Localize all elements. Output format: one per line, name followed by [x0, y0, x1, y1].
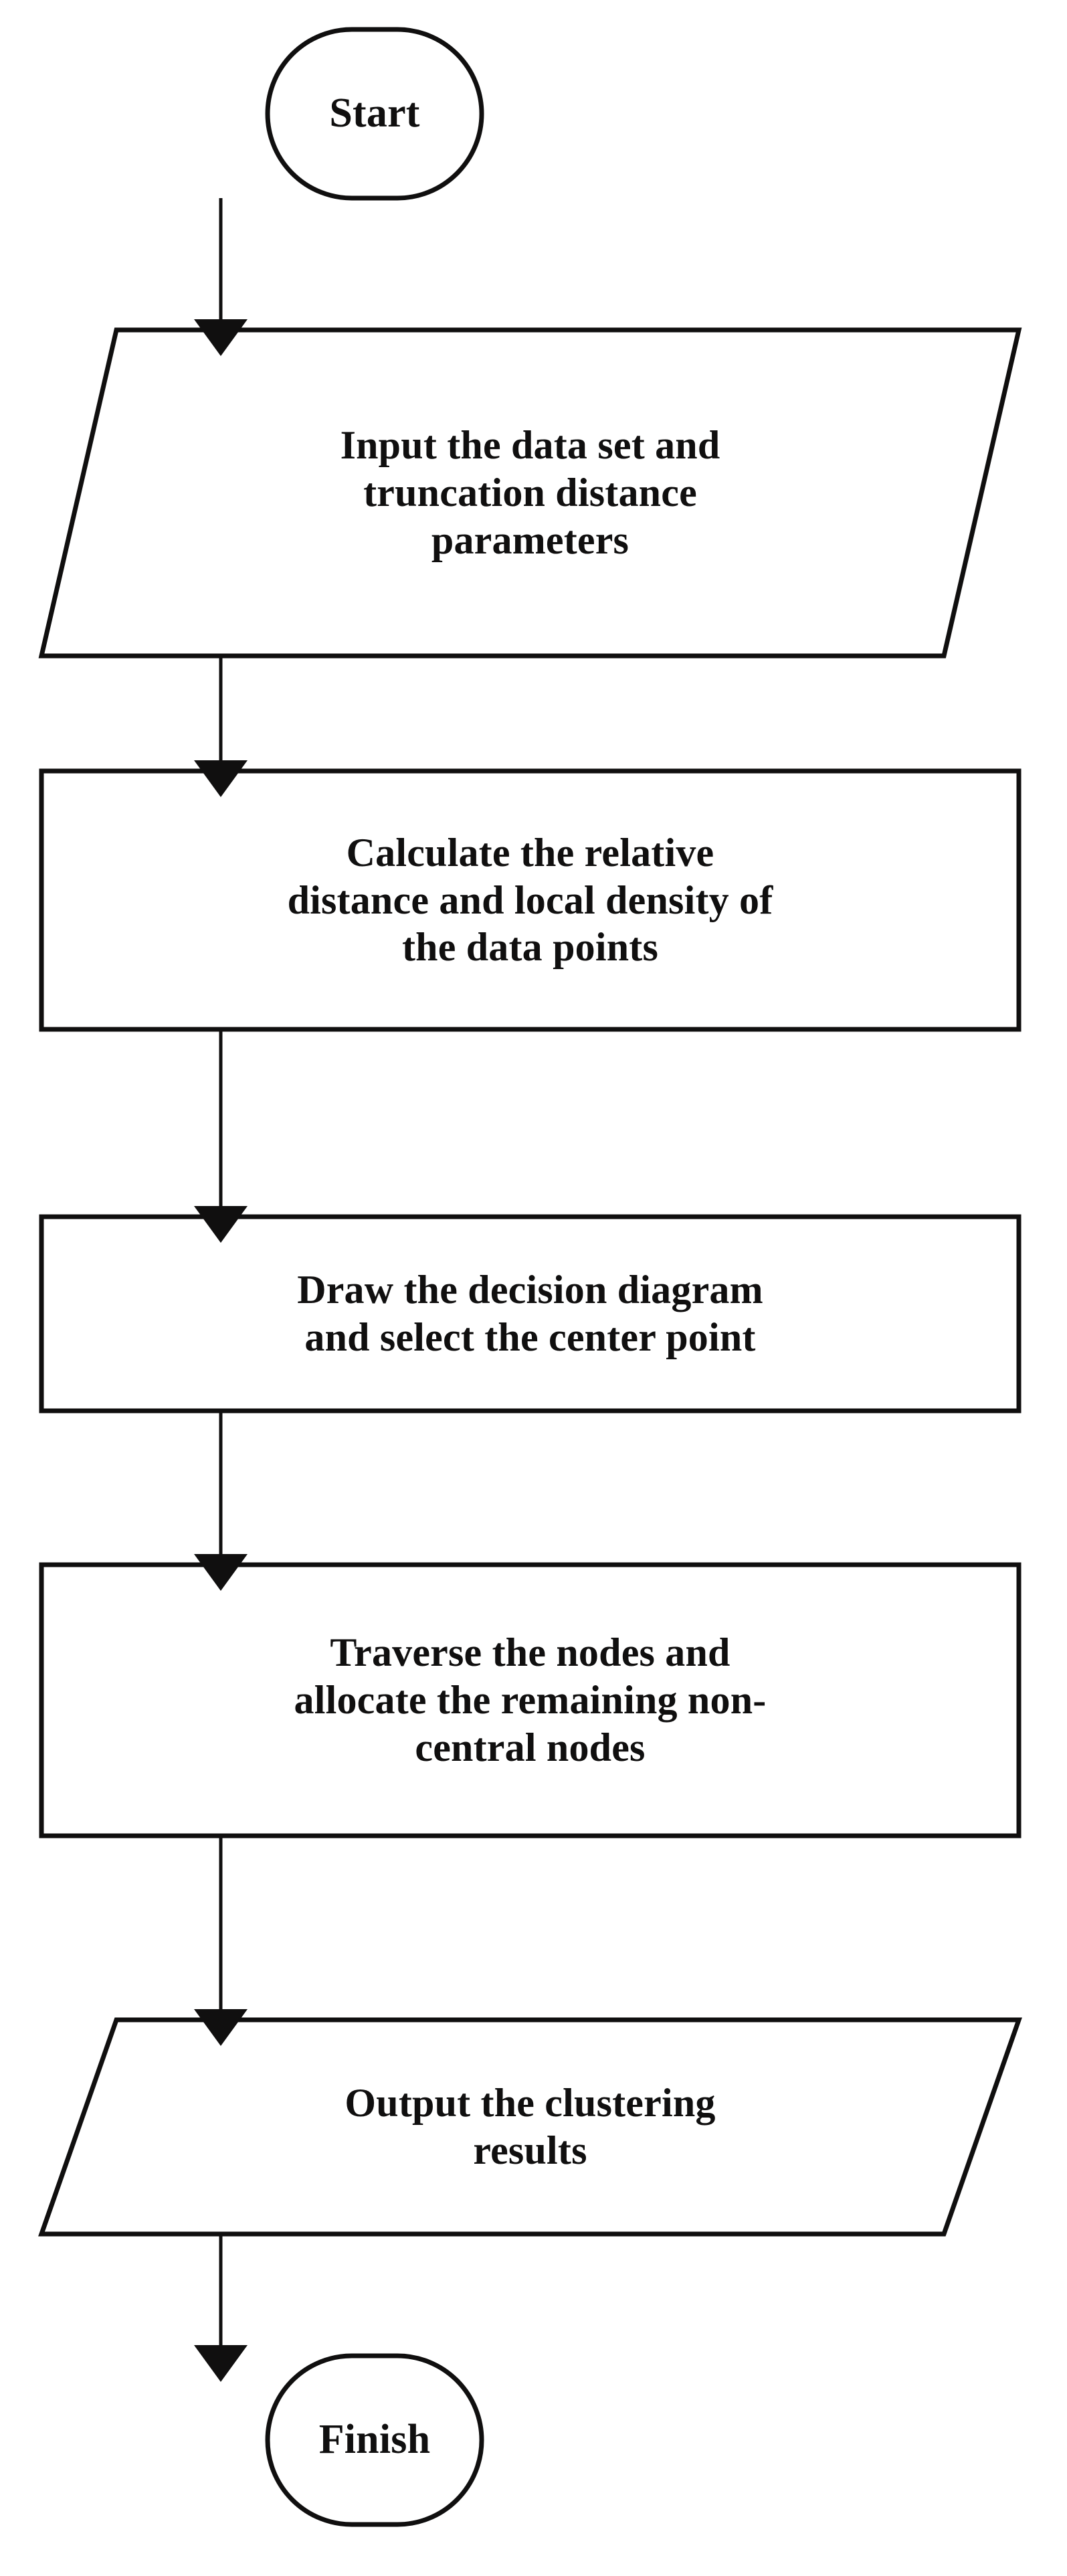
node-shape-finish[interactable] [265, 2353, 484, 2527]
node-shape-input-data[interactable] [38, 327, 1022, 659]
node-shape-output-results[interactable] [38, 2017, 1022, 2237]
node-shape-start[interactable] [265, 27, 484, 201]
node-shapes [38, 27, 1022, 2527]
node-shape-traverse-allocate-nodes[interactable] [39, 1562, 1022, 1838]
node-shape-calculate-distance-density[interactable] [39, 768, 1022, 1032]
node-shape-draw-decision-diagram[interactable] [39, 1214, 1022, 1413]
